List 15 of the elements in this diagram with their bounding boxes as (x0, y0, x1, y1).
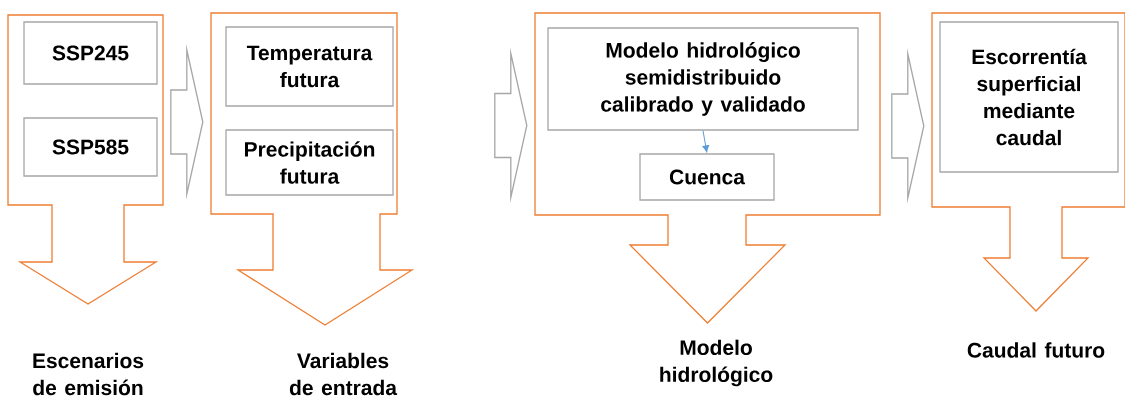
block-arrow (494, 47, 528, 204)
block-arrow (170, 44, 204, 200)
text-box: Precipitación futura (225, 129, 394, 196)
callout-label: Escenarios de emisión (33, 352, 144, 396)
arrow (702, 130, 710, 153)
callout-label: Modelo hidrológico (660, 339, 773, 387)
text-box: Modelo hidrológico semidistribuido calibrado y validado (547, 27, 859, 131)
text-box: Escorrentía superficial mediante caudal (939, 21, 1119, 173)
text-box: SSP245 (23, 21, 158, 85)
text-box: Temperatura futura (225, 26, 394, 107)
text-box: Cuenca (639, 153, 775, 201)
callout-label: Caudal futuro (967, 342, 1105, 358)
callout-label: Variables de entrada (289, 352, 398, 396)
block-arrow (891, 48, 925, 204)
text-box: SSP585 (23, 117, 158, 177)
